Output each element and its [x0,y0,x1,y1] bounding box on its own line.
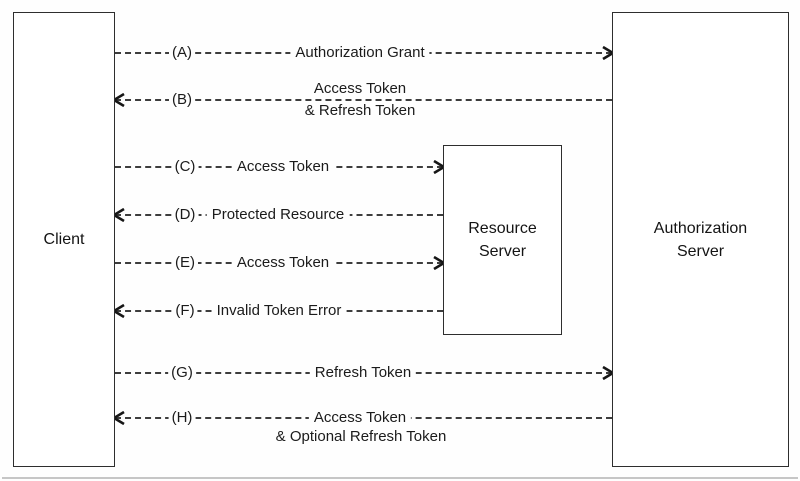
arrow-label-line2: & Refresh Token [304,102,416,119]
arrow-tag: (B) [169,90,195,110]
arrow-label: Access Token [313,80,407,97]
authorization-server-box: Authorization Server [612,12,789,467]
client-label: Client [43,231,85,248]
arrow-label: Invalid Token Error [211,301,347,321]
arrow-tag: (A) [169,43,195,63]
resource-server-label-line2: Server [478,243,527,260]
resource-server-box: Resource Server [443,145,562,335]
arrow-label: Access Token [231,253,335,273]
arrow-label: Refresh Token [309,363,417,383]
client-box: Client [13,12,115,467]
arrow-tag: (E) [172,253,198,273]
arrow-label: Authorization Grant [290,43,430,63]
arrow-tag: (C) [171,157,199,177]
authorization-server-label-line1: Authorization [653,219,748,237]
authorization-server-label-line2: Server [676,242,725,260]
arrow-label: Access Token [308,408,412,428]
arrow-label-line2: & Optional Refresh Token [275,428,447,445]
arrow-label: Access Token [231,157,335,177]
arrow-tag: (G) [168,363,196,383]
arrow-tag: (H) [168,408,196,428]
arrow-label: Protected Resource [206,205,350,225]
resource-server-label-line1: Resource [468,220,537,237]
dashed-line [115,99,612,101]
arrow-tag: (D) [171,205,199,225]
arrow-tag: (F) [172,301,198,321]
bottom-rule [2,477,798,479]
arrow-label-stack: Access Token & Refresh Token [305,78,416,122]
